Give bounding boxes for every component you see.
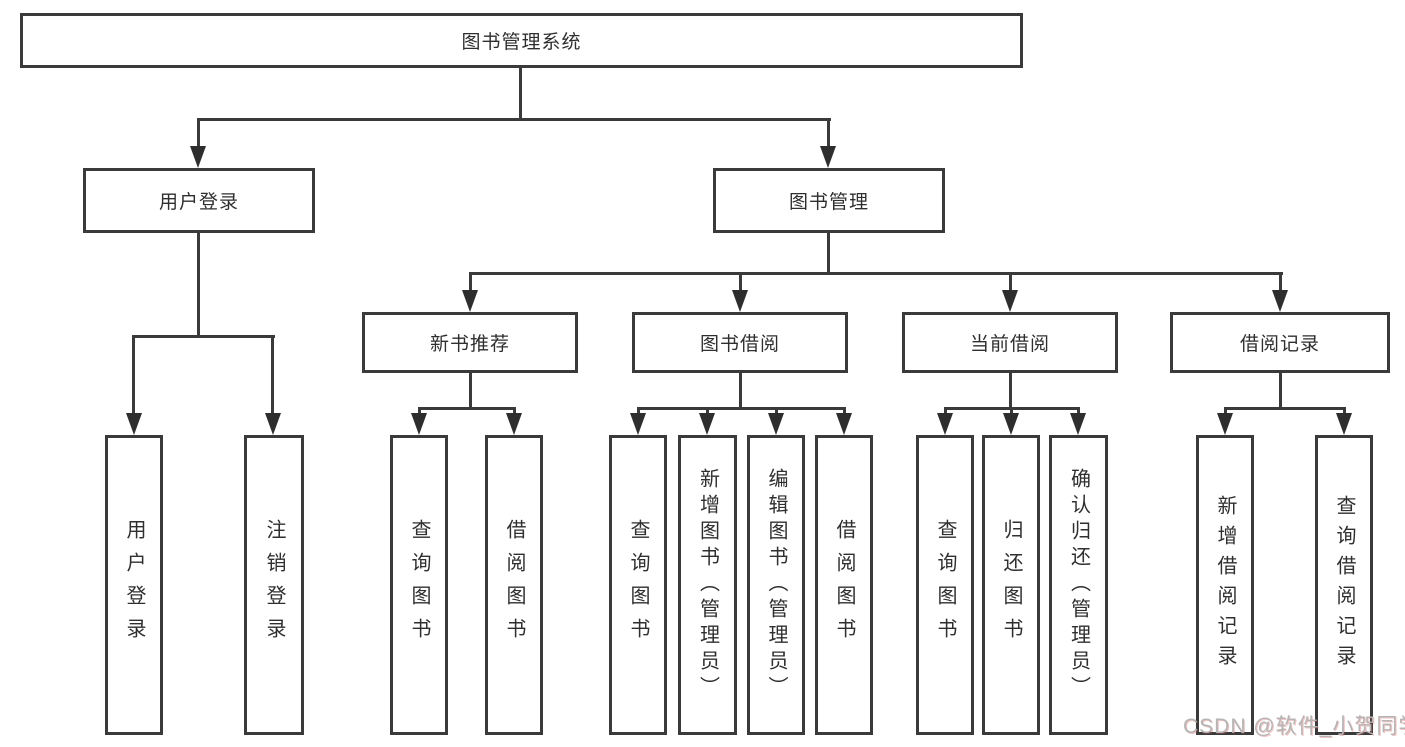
connector-line [1009,371,1012,410]
leaf-logout: 注销登录 [244,435,304,735]
connector-line [197,118,200,148]
node-label: 借阅图书 [833,519,855,651]
arrow-down-icon [1070,413,1086,435]
connector-line [739,371,742,410]
connector-line [1010,407,1013,415]
leaf-query-books-current: 查询图书 [916,435,974,735]
leaf-query-borrow-record: 查询借阅记录 [1315,435,1373,735]
node-borrowing-records: 借阅记录 [1170,312,1390,373]
arrow-down-icon [506,413,522,435]
connector-line [469,272,472,292]
node-label: 图书管理系统 [461,32,582,53]
node-label: 查询图书 [934,519,956,651]
connector-line [843,407,846,415]
arrow-down-icon [820,146,836,168]
connector-line [637,407,846,410]
node-library-system: 图书管理系统 [20,13,1023,68]
connector-line [418,407,421,415]
node-book-management: 图书管理 [713,168,945,233]
connector-line [132,335,275,338]
node-label: 用户登录 [123,519,145,651]
arrow-down-icon [1217,413,1233,435]
connector-line [513,407,516,415]
leaf-return-books: 归还图书 [982,435,1040,735]
arrow-down-icon [1003,413,1019,435]
connector-line [827,231,830,275]
node-label: 借阅记录 [1239,334,1320,355]
connector-line [418,407,516,410]
connector-line [197,231,200,338]
arrow-down-icon [768,413,784,435]
arrow-down-icon [411,413,427,435]
csdn-watermark: CSDN @软件_小贺同学 [1183,715,1405,738]
node-label: 新书推荐 [429,334,510,355]
connector-line [637,407,640,415]
node-label: 新增图书（管理员） [696,468,719,702]
leaf-query-books-borrowing: 查询图书 [609,435,667,735]
arrow-down-icon [1272,290,1288,312]
leaf-borrow-books-recommend: 借阅图书 [485,435,543,735]
arrow-down-icon [265,413,281,435]
connector-line [271,335,274,415]
connector-line [1077,407,1080,415]
node-label: 图书借阅 [699,334,780,355]
connector-line [469,272,1283,275]
node-label: 新增借阅记录 [1214,495,1236,675]
node-label: 确认归还（管理员） [1067,468,1090,702]
arrow-down-icon [937,413,953,435]
leaf-user-login: 用户登录 [105,435,163,735]
leaf-edit-books-admin: 编辑图书（管理员） [747,435,805,735]
node-label: 查询图书 [408,519,430,651]
connector-line [1279,371,1282,410]
node-current-borrowing: 当前借阅 [902,312,1118,373]
connector-line [944,407,947,415]
connector-line [775,407,778,415]
node-new-book-recommend: 新书推荐 [362,312,578,373]
arrow-down-icon [699,413,715,435]
arrow-down-icon [126,413,142,435]
arrow-down-icon [1336,413,1352,435]
arrow-down-icon [1002,290,1018,312]
connector-line [197,118,831,121]
connector-line [1224,407,1227,415]
node-label: 当前借阅 [969,334,1050,355]
node-label: 查询借阅记录 [1333,495,1355,675]
connector-line [469,371,472,410]
connector-line [519,66,522,118]
connector-line [827,118,830,148]
node-label: 借阅图书 [503,519,525,651]
connector-line [739,272,742,292]
connector-line [132,335,135,415]
node-label: 归还图书 [1000,519,1022,651]
node-label: 图书管理 [788,192,869,213]
connector-line [1343,407,1346,415]
arrow-down-icon [836,413,852,435]
connector-line [706,407,709,415]
leaf-add-books-admin: 新增图书（管理员） [678,435,737,735]
arrow-down-icon [190,146,206,168]
connector-line [1009,272,1012,292]
leaf-borrow-books-borrowing: 借阅图书 [815,435,873,735]
arrow-down-icon [732,290,748,312]
arrow-down-icon [630,413,646,435]
node-label: 查询图书 [627,519,649,651]
node-user-login: 用户登录 [83,168,315,233]
leaf-confirm-return-admin: 确认归还（管理员） [1049,435,1108,735]
leaf-add-borrow-record: 新增借阅记录 [1196,435,1254,735]
node-label: 用户登录 [158,192,239,213]
node-label: 编辑图书（管理员） [765,468,787,702]
arrow-down-icon [462,290,478,312]
leaf-query-books-recommend: 查询图书 [390,435,448,735]
node-book-borrowing: 图书借阅 [632,312,848,373]
connector-line [1224,407,1346,410]
connector-line [1279,272,1282,292]
node-label: 注销登录 [263,519,285,651]
